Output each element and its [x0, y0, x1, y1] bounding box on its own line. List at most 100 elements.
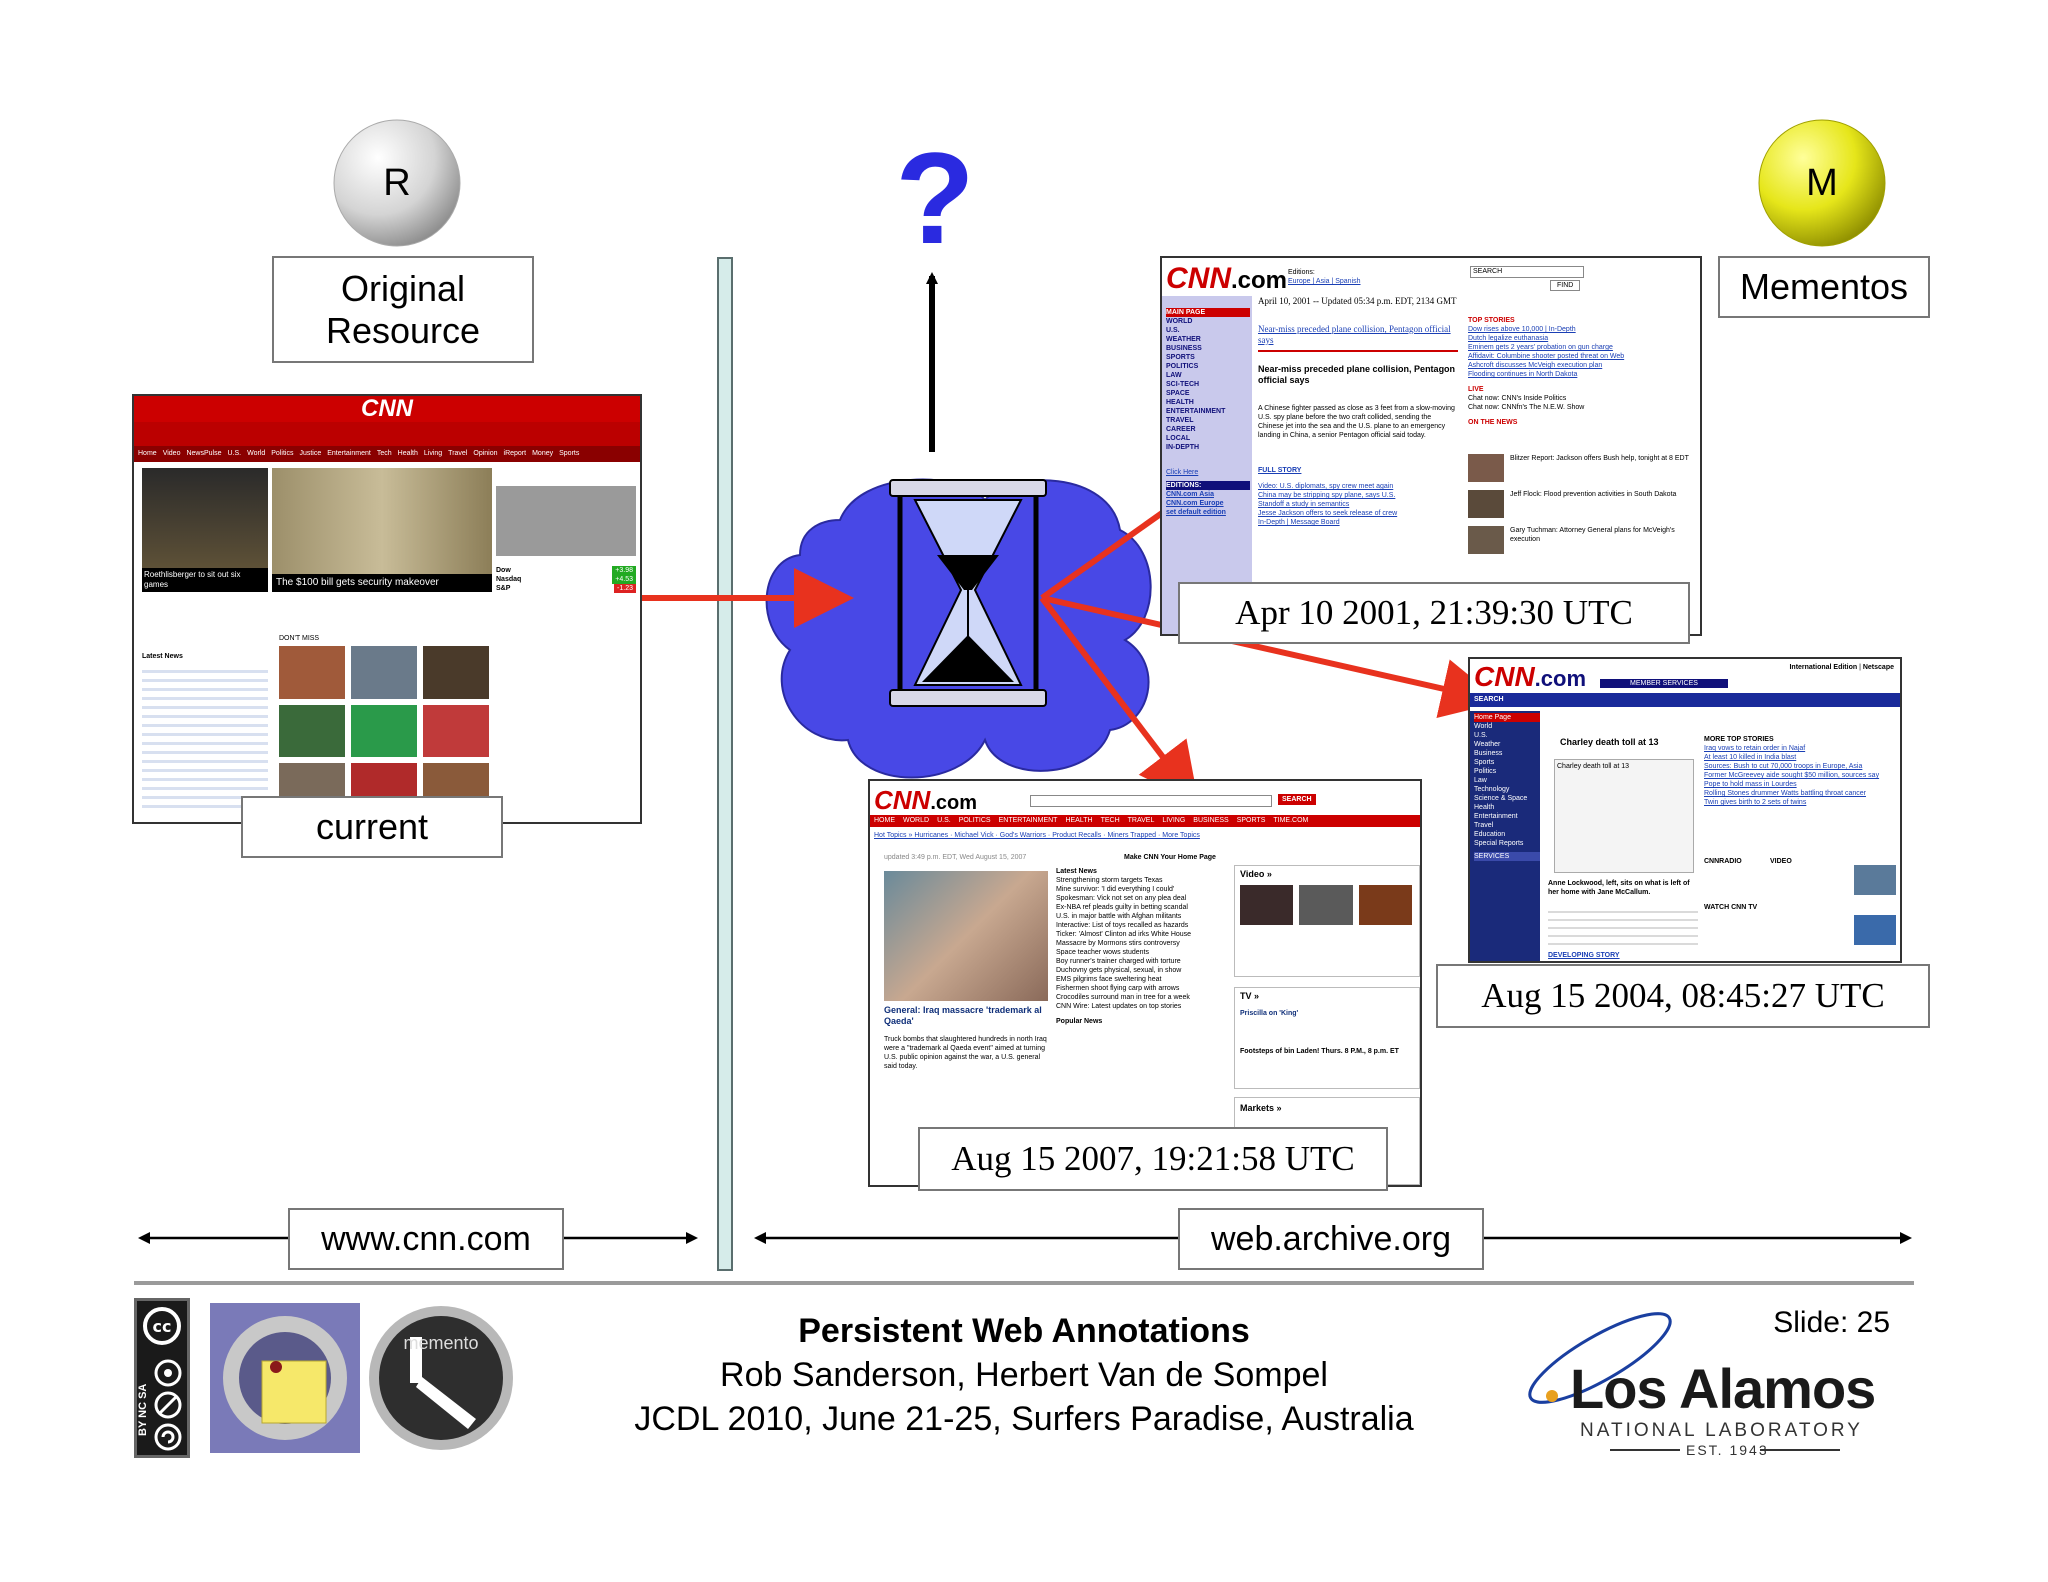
nav-ireport[interactable]: iReport — [503, 450, 527, 457]
cnn2004-member[interactable]: MEMBER SERVICES — [1600, 679, 1728, 688]
cnn2004-watch[interactable]: WATCH CNN TV — [1704, 904, 1758, 911]
memento-logo: memento — [366, 1303, 516, 1453]
archive-domain-label: web.archive.org — [1178, 1208, 1484, 1270]
nav-sports[interactable]: Sports — [559, 450, 580, 457]
cnn2004-radio[interactable]: CNNRADIO — [1704, 858, 1742, 865]
divider-bar — [717, 257, 733, 1271]
cc-license-badge[interactable]: cc BY NC SA — [134, 1298, 190, 1458]
nav-living[interactable]: Living — [423, 450, 443, 457]
cnn2007-tv-item[interactable]: Priscilla on 'King' — [1240, 1010, 1299, 1017]
cnn2001-body: A Chinese fighter passed as close as 3 f… — [1258, 405, 1455, 439]
cnn2001-on-the-news: Blitzer Report: Jackson offers Bush help… — [1468, 454, 1696, 554]
cnn2004-developing[interactable]: DEVELOPING STORY — [1548, 952, 1620, 959]
m-ball — [1758, 119, 1886, 247]
memento-2001-screenshot: CNN.com Editions:Europe | Asia | Spanish… — [1160, 256, 1702, 636]
cnn2007-make-home[interactable]: Make CNN Your Home Page — [1124, 854, 1216, 861]
cnn2001-full-story[interactable]: FULL STORY — [1258, 467, 1302, 474]
nav-travel[interactable]: Travel — [448, 450, 468, 457]
original-resource-label: Original Resource — [272, 256, 534, 363]
nav-health[interactable]: Health — [397, 450, 418, 457]
cc-text: BY NC SA — [137, 1383, 149, 1437]
current-nav: Home Video NewsPulse U.S. World Politics… — [134, 446, 640, 462]
cnn2007-markets-heading[interactable]: Markets » — [1240, 1103, 1282, 1113]
cnn2001-editions: Editions:Europe | Asia | Spanish — [1288, 269, 1361, 285]
cnn2001-headline[interactable]: Near-miss preceded plane collision, Pent… — [1258, 364, 1456, 385]
nav-opinion[interactable]: Opinion — [473, 450, 498, 457]
nav-newspulse[interactable]: NewsPulse — [186, 450, 222, 457]
footer-authors: Rob Sanderson, Herbert Van de Sompel — [720, 1356, 1328, 1394]
lanl-est: EST. 1943 — [1686, 1442, 1769, 1458]
cnn2007-search-button[interactable]: SEARCH — [1278, 794, 1316, 805]
current-cnn-screenshot: CNN Home Video NewsPulse U.S. World Poli… — [132, 394, 642, 824]
cnn2001-sidenav: MAIN PAGE WORLD U.S. WEATHER BUSINESS SP… — [1166, 308, 1250, 517]
lanl-logo: Los Alamos NATIONAL LABORATORY EST. 1943 — [1510, 1300, 1890, 1460]
sticky-note-icon — [223, 1316, 347, 1440]
cnn2007-updated: updated 3:49 p.m. EDT, Wed August 15, 20… — [884, 854, 1027, 861]
cnn2004-sidenav: Home Page World U.S. Weather Business Sp… — [1474, 713, 1540, 861]
cnn2004-intl: International Edition | Netscape — [1789, 664, 1894, 671]
nav-us[interactable]: U.S. — [227, 450, 242, 457]
memento-logo-text: memento — [403, 1333, 479, 1353]
memento-2004-screenshot: CNN.com MEMBER SERVICES International Ed… — [1468, 657, 1902, 963]
cnn2001-date: April 10, 2001 -- Updated 05:34 p.m. EDT… — [1258, 296, 1457, 306]
current-headline-mid[interactable]: The $100 bill gets security makeover — [272, 574, 492, 592]
lanl-sub: NATIONAL LABORATORY — [1580, 1420, 1863, 1441]
cnn2007-latest-news: Latest News Strengthening storm targets … — [1056, 868, 1192, 1025]
clock-icon — [369, 1306, 513, 1450]
cnn2004-headline[interactable]: Charley death toll at 13 — [1560, 737, 1659, 747]
cnn2007-logo: CNN.com — [874, 785, 978, 815]
cnn2007-video-heading[interactable]: Video » — [1240, 869, 1272, 879]
memento-2007-screenshot: CNN.com SEARCH HOME WORLD U.S. POLITICS … — [868, 779, 1422, 1187]
nav-justice[interactable]: Justice — [299, 450, 322, 457]
nav-tech[interactable]: Tech — [376, 450, 392, 457]
cnn2004-more-top-stories: MORE TOP STORIES Iraq vows to retain ord… — [1704, 736, 1880, 806]
cnn2004-logo: CNN.com — [1474, 661, 1587, 692]
nav-politics[interactable]: Politics — [271, 450, 294, 457]
current-headline-left[interactable]: Roethlisberger to sit out six games — [142, 568, 268, 592]
nav-money[interactable]: Money — [532, 450, 554, 457]
cnn-domain-label: www.cnn.com — [288, 1208, 564, 1270]
cnn2001-logo: CNN.com — [1166, 262, 1288, 295]
cc-icon: cc — [143, 1307, 182, 1451]
nav-world[interactable]: World — [247, 450, 266, 457]
annotation-logo — [210, 1303, 360, 1453]
current-label: current — [241, 796, 503, 858]
nav-home[interactable]: Home — [138, 450, 157, 457]
footer-venue: JCDL 2010, June 21-25, Surfers Paradise,… — [634, 1400, 1414, 1438]
svg-text:cc: cc — [153, 1317, 172, 1336]
current-latest-news: Latest News — [142, 653, 183, 660]
cnn2007-body: Truck bombs that slaughtered hundreds in… — [884, 1036, 1047, 1070]
r-ball — [333, 119, 461, 247]
timestamp-2004: Aug 15 2004, 08:45:27 UTC — [1436, 964, 1930, 1028]
cnn2004-video[interactable]: VIDEO — [1770, 858, 1792, 865]
arrow-to-2004 — [1041, 595, 1502, 718]
mementos-label: Mementos — [1718, 256, 1930, 318]
atom-icon — [1528, 1312, 1840, 1451]
slide-number: Slide: 25 — [1773, 1306, 1890, 1339]
r-letter: R — [383, 161, 411, 204]
cnn2001-search[interactable]: SEARCH — [1470, 266, 1584, 278]
current-cnn-logo: CNN — [361, 395, 413, 422]
timestamp-2007: Aug 15 2007, 19:21:58 UTC — [918, 1127, 1388, 1191]
hourglass-icon — [889, 479, 1047, 707]
cnn2004-photo-caption: Anne Lockwood, left, sits on what is lef… — [1548, 880, 1690, 896]
timestamp-2001: Apr 10 2001, 21:39:30 UTC — [1178, 582, 1690, 644]
cnn2001-lead-link[interactable]: Near-miss preceded plane collision, Pent… — [1258, 324, 1451, 345]
cnn2001-top-stories: TOP STORIES Dow rises above 10,000 | In-… — [1468, 317, 1625, 426]
footer-title: Persistent Web Annotations — [798, 1312, 1250, 1350]
nav-video[interactable]: Video — [162, 450, 181, 457]
cnn2007-headline[interactable]: General: Iraq massacre 'trademark al Qae… — [884, 1005, 1042, 1026]
nav-entertainment[interactable]: Entertainment — [327, 450, 371, 457]
question-mark: ? — [895, 125, 975, 271]
cnn2004-search[interactable]: SEARCH — [1474, 696, 1504, 703]
current-dont-miss: DON'T MISS — [279, 635, 320, 642]
cnn2007-hot-topics[interactable]: Hot Topics » Hurricanes · Michael Vick ·… — [874, 832, 1200, 839]
m-letter: M — [1806, 161, 1838, 204]
cnn2007-tv-heading[interactable]: TV » — [1240, 991, 1260, 1001]
current-markets: Dow+3.98 Nasdaq+4.53 S&P-1.23 — [496, 566, 636, 593]
cnn2001-find-button[interactable]: FIND — [1550, 280, 1581, 291]
cnn2001-video-list: Video: U.S. diplomats, spy crew meet aga… — [1258, 483, 1398, 526]
cnn2007-tv-show[interactable]: Footsteps of bin Laden! Thurs. 8 P.M., 8… — [1240, 1048, 1399, 1055]
lanl-name: Los Alamos — [1570, 1357, 1876, 1420]
